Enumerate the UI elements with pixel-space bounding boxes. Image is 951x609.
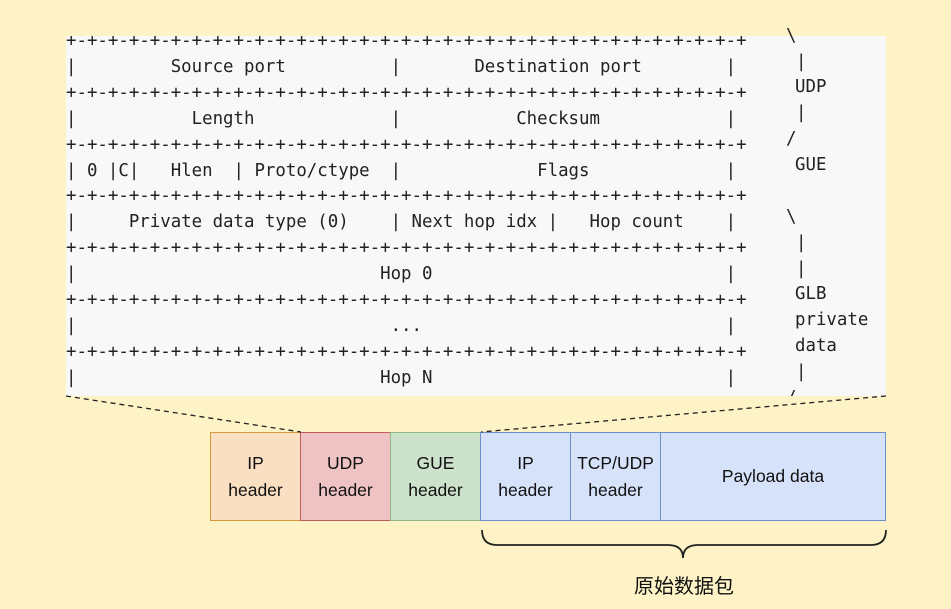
udp-annotation-bottom: / <box>786 129 797 149</box>
udp-annotation-bar-1: | <box>796 52 807 72</box>
payload-data-box: Payload data <box>660 432 886 521</box>
original-packet-brace <box>481 529 887 559</box>
private-label: private <box>795 310 869 330</box>
glb-annotation-top: \ <box>786 207 797 227</box>
glb-annotation-bar-2: | <box>796 259 807 279</box>
glb-annotation-bottom: / <box>786 388 796 396</box>
gue-label: GUE <box>795 155 827 175</box>
glb-label: GLB <box>795 284 827 304</box>
left-dashed-zoom-line <box>65 395 302 433</box>
udp-header-box: UDP header <box>300 432 391 521</box>
original-packet-caption: 原始数据包 <box>634 576 734 598</box>
gue-header-box: GUE header <box>390 432 481 521</box>
right-dashed-zoom-line <box>480 395 887 433</box>
ascii-table: +-+-+-+-+-+-+-+-+-+-+-+-+-+-+-+-+-+-+-+-… <box>66 36 747 396</box>
glb-annotation-bar-1: | <box>796 233 807 253</box>
udp-label: UDP <box>795 77 827 97</box>
tcp-udp-header-box: TCP/UDP header <box>570 432 661 521</box>
udp-annotation-top: \ <box>786 26 797 46</box>
inner-ip-header-box: IP header <box>480 432 571 521</box>
gue-header-ascii-diagram: +-+-+-+-+-+-+-+-+-+-+-+-+-+-+-+-+-+-+-+-… <box>66 36 886 396</box>
glb-annotation-bar-3: | <box>796 362 807 382</box>
udp-annotation-bar-2: | <box>796 103 807 123</box>
outer-ip-header-box: IP header <box>210 432 301 521</box>
data-label: data <box>795 336 837 356</box>
